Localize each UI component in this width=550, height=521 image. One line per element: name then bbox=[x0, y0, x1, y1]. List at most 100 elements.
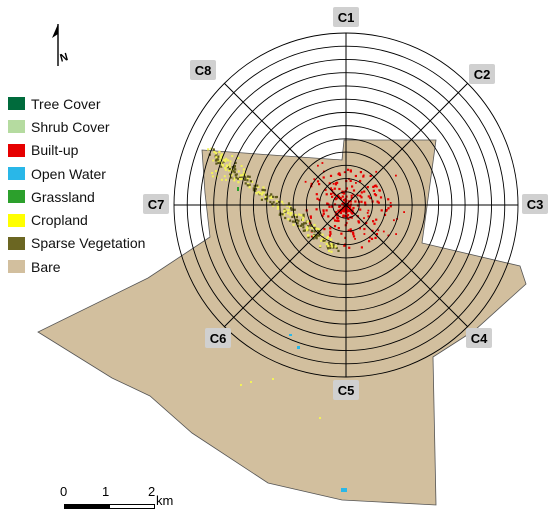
cropland-pixel bbox=[229, 160, 232, 163]
built-up-pixel bbox=[377, 229, 380, 232]
north-label: N bbox=[59, 51, 70, 65]
north-arrow-icon: N bbox=[46, 22, 70, 68]
built-up-pixel bbox=[343, 192, 346, 195]
vegetation-pixel bbox=[290, 207, 293, 210]
built-up-pixel bbox=[348, 209, 351, 213]
built-up-pixel bbox=[372, 185, 375, 188]
sector-label-c4: C4 bbox=[466, 328, 492, 348]
vegetation-pixel bbox=[239, 176, 242, 179]
vegetation-pixel bbox=[217, 155, 220, 158]
built-up-pixel bbox=[310, 217, 312, 219]
built-up-pixel bbox=[362, 174, 365, 177]
vegetation-pixel bbox=[246, 175, 250, 178]
vegetation-pixel bbox=[240, 177, 243, 181]
built-up-pixel bbox=[375, 218, 378, 221]
built-up-pixel bbox=[360, 196, 363, 199]
vegetation-pixel bbox=[225, 157, 228, 160]
vegetation-pixel bbox=[216, 158, 219, 161]
built-up-pixel bbox=[342, 198, 346, 202]
built-up-pixel bbox=[355, 182, 357, 184]
built-up-pixel bbox=[347, 168, 350, 171]
legend-label: Tree Cover bbox=[31, 95, 101, 112]
vegetation-pixel bbox=[254, 189, 257, 192]
vegetation-pixel bbox=[317, 229, 320, 232]
vegetation-pixel bbox=[306, 234, 310, 237]
built-up-pixel bbox=[378, 189, 381, 191]
vegetation-pixel bbox=[287, 209, 290, 212]
svg-text:C2: C2 bbox=[474, 67, 491, 82]
cropland-pixel bbox=[241, 173, 244, 176]
land-cover-pixels bbox=[207, 147, 405, 492]
built-up-pixel bbox=[333, 193, 336, 196]
vegetation-pixel bbox=[212, 148, 215, 151]
built-up-pixel bbox=[322, 210, 325, 213]
built-up-pixel bbox=[351, 212, 354, 215]
built-up-pixel bbox=[346, 214, 350, 217]
built-up-pixel bbox=[344, 215, 347, 218]
built-up-pixel bbox=[342, 207, 345, 210]
vegetation-pixel bbox=[299, 224, 302, 227]
vegetation-pixel bbox=[303, 229, 306, 232]
built-up-pixel bbox=[372, 220, 375, 223]
built-up-pixel bbox=[383, 213, 387, 216]
vegetation-pixel bbox=[326, 235, 329, 238]
vegetation-pixel bbox=[263, 189, 267, 192]
svg-text:C4: C4 bbox=[471, 331, 488, 346]
vegetation-pixel bbox=[214, 159, 218, 162]
vegetation-pixel bbox=[287, 212, 290, 215]
built-up-pixel bbox=[337, 194, 340, 197]
open-water-pixel bbox=[289, 334, 292, 336]
vegetation-pixel bbox=[244, 176, 247, 179]
vegetation-pixel bbox=[257, 191, 260, 194]
built-up-pixel bbox=[362, 175, 365, 178]
cropland-pixel bbox=[227, 159, 230, 162]
cropland-pixel bbox=[214, 170, 217, 173]
vegetation-pixel bbox=[255, 192, 258, 195]
vegetation-pixel bbox=[313, 223, 316, 227]
built-up-pixel bbox=[389, 205, 392, 208]
vegetation-pixel bbox=[287, 202, 291, 205]
vegetation-pixel bbox=[269, 196, 272, 199]
built-up-pixel bbox=[393, 219, 395, 222]
built-up-pixel bbox=[369, 236, 371, 239]
vegetation-pixel bbox=[246, 179, 249, 182]
cropland-pixel bbox=[231, 155, 234, 158]
vegetation-pixel bbox=[217, 161, 220, 164]
legend-swatch bbox=[8, 167, 25, 181]
built-up-pixel bbox=[363, 217, 365, 219]
cropland-pixel bbox=[236, 156, 239, 159]
scale-bar: 0 1 2 km bbox=[54, 484, 214, 518]
built-up-pixel bbox=[347, 209, 350, 212]
vegetation-pixel bbox=[330, 250, 333, 253]
built-up-pixel bbox=[349, 204, 352, 207]
cropland-pixel bbox=[211, 175, 214, 178]
built-up-pixel bbox=[321, 162, 324, 164]
vegetation-pixel bbox=[306, 220, 309, 223]
vegetation-pixel bbox=[319, 231, 322, 235]
vegetation-pixel bbox=[261, 191, 264, 194]
built-up-pixel bbox=[366, 186, 369, 189]
cropland-pixel bbox=[319, 417, 321, 419]
built-up-pixel bbox=[352, 189, 356, 192]
scale-unit: km bbox=[156, 493, 174, 508]
vegetation-pixel bbox=[306, 228, 309, 231]
built-up-pixel bbox=[372, 189, 375, 192]
built-up-pixel bbox=[352, 206, 355, 210]
vegetation-pixel bbox=[207, 148, 210, 151]
built-up-pixel bbox=[329, 230, 332, 233]
scale-segment-dark bbox=[64, 504, 110, 509]
vegetation-pixel bbox=[307, 236, 310, 239]
built-up-pixel bbox=[349, 206, 352, 209]
sector-label-c6: C6 bbox=[205, 328, 231, 348]
built-up-pixel bbox=[349, 169, 352, 172]
built-up-pixel bbox=[344, 236, 347, 239]
vegetation-pixel bbox=[232, 169, 235, 172]
vegetation-pixel bbox=[262, 186, 265, 189]
vegetation-pixel bbox=[337, 249, 340, 252]
vegetation-pixel bbox=[215, 152, 218, 155]
built-up-pixel bbox=[350, 194, 353, 197]
cropland-pixel bbox=[240, 384, 242, 386]
built-up-pixel bbox=[350, 196, 353, 199]
vegetation-pixel bbox=[334, 245, 337, 248]
